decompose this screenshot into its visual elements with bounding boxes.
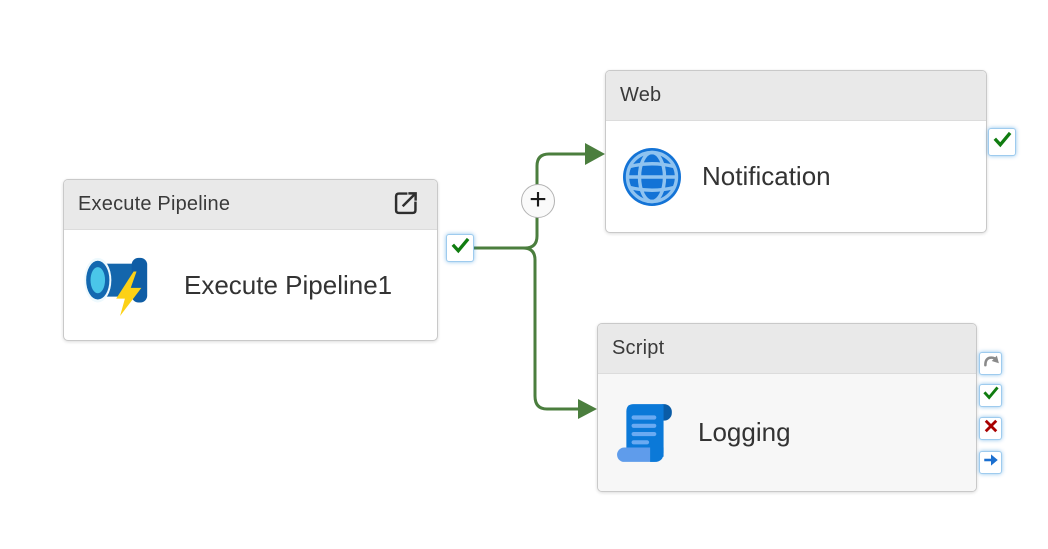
pipeline-icon bbox=[80, 254, 164, 316]
node-type-label: Script bbox=[612, 337, 665, 359]
checkmark-icon bbox=[450, 235, 471, 261]
globe-icon bbox=[622, 147, 682, 207]
connector-success-to-script[interactable] bbox=[474, 246, 579, 411]
open-pipeline-button[interactable] bbox=[387, 186, 425, 224]
activity-node-execute-pipeline[interactable]: Execute Pipeline bbox=[63, 179, 438, 341]
node-body: Logging bbox=[598, 374, 976, 491]
success-port[interactable] bbox=[988, 128, 1016, 156]
node-body: Notification bbox=[606, 121, 986, 232]
plus-icon: + bbox=[529, 182, 547, 216]
redo-arrow-icon bbox=[982, 352, 1000, 375]
arrowhead-icon bbox=[578, 399, 597, 419]
node-type-label: Web bbox=[620, 84, 662, 106]
node-body: Execute Pipeline1 bbox=[64, 230, 437, 340]
activity-node-script[interactable]: Script Logging bbox=[597, 323, 977, 492]
open-in-new-icon bbox=[389, 186, 423, 223]
node-header: Execute Pipeline bbox=[64, 180, 437, 230]
arrow-right-icon bbox=[982, 451, 1000, 474]
completion-port[interactable] bbox=[979, 451, 1002, 474]
failure-port[interactable] bbox=[979, 417, 1002, 440]
arrowhead-icon bbox=[585, 143, 605, 165]
success-port[interactable] bbox=[446, 234, 474, 262]
activity-node-web[interactable]: Web Notification bbox=[605, 70, 987, 233]
skip-port[interactable] bbox=[979, 352, 1002, 375]
checkmark-icon bbox=[982, 384, 1000, 407]
checkmark-icon bbox=[992, 129, 1013, 155]
node-header: Script bbox=[598, 324, 976, 374]
add-activity-button[interactable]: + bbox=[521, 184, 555, 218]
activity-name: Execute Pipeline1 bbox=[184, 269, 393, 300]
node-header: Web bbox=[606, 71, 986, 121]
node-type-label: Execute Pipeline bbox=[78, 193, 231, 215]
scroll-icon bbox=[614, 402, 678, 464]
success-port[interactable] bbox=[979, 384, 1002, 407]
x-icon bbox=[982, 417, 1000, 440]
activity-name: Logging bbox=[698, 417, 791, 447]
activity-name: Notification bbox=[702, 161, 831, 191]
